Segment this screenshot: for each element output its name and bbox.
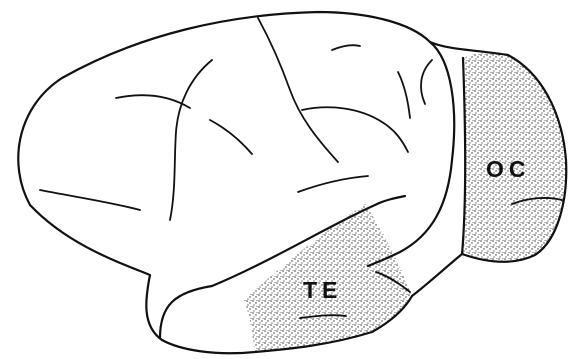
- parietal-minor-sulcus: [398, 72, 410, 118]
- temporal-label: TE: [303, 277, 342, 303]
- occipital-label: OC: [486, 156, 531, 182]
- lunate-sulcus: [462, 58, 465, 254]
- orbital-sulcus: [40, 190, 140, 210]
- arcuate-sulcus: [170, 60, 212, 220]
- frontal-sulcus-upper: [332, 45, 360, 50]
- parietal-fold: [421, 60, 432, 104]
- principal-sulcus: [116, 95, 190, 108]
- frontal-sulcus-middle: [210, 120, 252, 154]
- intraparietal-sulcus: [302, 107, 408, 152]
- superior-temporal-sulcus: [298, 176, 368, 192]
- central-sulcus: [258, 18, 338, 162]
